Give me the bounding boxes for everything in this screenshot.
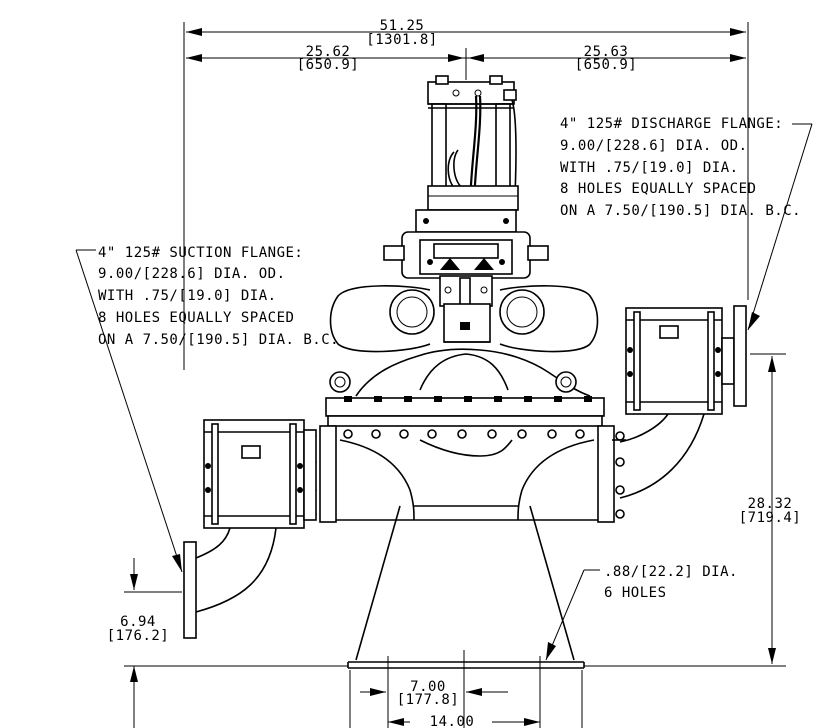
discharge-flange-assembly	[612, 305, 747, 499]
leader-lines	[75, 123, 813, 661]
suction-note-line-2: 9.00/[228.6] DIA. OD.	[98, 266, 286, 282]
discharge-height-value: 28.32	[748, 496, 793, 512]
seal-housing	[329, 285, 599, 353]
suction-flange-assembly	[183, 419, 317, 639]
right-half-value: 25.63	[584, 44, 629, 60]
discharge-note-line-2: 9.00/[228.6] DIA. OD.	[560, 138, 748, 154]
suction-note-line-5: ON A 7.50/[190.5] DIA. B.C.	[98, 332, 339, 348]
base-holes-line-2: 6 HOLES	[604, 585, 667, 601]
discharge-note-line-5: ON A 7.50/[190.5] DIA. B.C.	[560, 203, 801, 219]
right-half-metric: [650.9]	[575, 57, 638, 73]
bearing-housing	[383, 231, 549, 307]
left-half-metric: [650.9]	[297, 57, 360, 73]
base-holes-line-1: .88/[22.2] DIA.	[604, 564, 738, 580]
overall-width-metric: [1301.8]	[366, 32, 437, 48]
discharge-note-line-4: 8 HOLES EQUALLY SPACED	[560, 181, 756, 197]
overall-width-value: 51.25	[380, 18, 425, 34]
suction-note-line-1: 4" 125# SUCTION FLANGE:	[98, 245, 303, 261]
overall-width-dimension	[183, 22, 749, 370]
suction-height-value: 6.94	[120, 614, 156, 630]
discharge-height-dimension	[584, 353, 786, 667]
base-outer-value: 14.00	[430, 714, 475, 728]
upper-flange-bolts	[344, 396, 592, 402]
pedestal-base	[347, 505, 585, 728]
base-holes-note: .88/[22.2] DIA. 6 HOLES	[604, 564, 738, 601]
base-width-dimension	[360, 688, 540, 726]
actuator-assembly	[415, 75, 519, 233]
discharge-height-metric: [719.4]	[739, 510, 802, 526]
discharge-note-line-1: 4" 125# DISCHARGE FLANGE:	[560, 116, 783, 132]
left-half-value: 25.62	[306, 44, 351, 60]
base-inner-value: 7.00	[410, 679, 446, 695]
suction-flange-note: 4" 125# SUCTION FLANGE: 9.00/[228.6] DIA…	[98, 245, 339, 348]
suction-height-metric: [176.2]	[107, 628, 170, 644]
suction-note-line-4: 8 HOLES EQUALLY SPACED	[98, 310, 294, 326]
suction-height-dimension	[124, 558, 348, 728]
pump-casing	[307, 348, 625, 523]
discharge-flange-note: 4" 125# DISCHARGE FLANGE: 9.00/[228.6] D…	[560, 116, 801, 219]
suction-note-line-3: WITH .75/[19.0] DIA.	[98, 288, 277, 304]
discharge-note-line-3: WITH .75/[19.0] DIA.	[560, 160, 739, 176]
base-inner-metric: [177.8]	[397, 692, 460, 708]
